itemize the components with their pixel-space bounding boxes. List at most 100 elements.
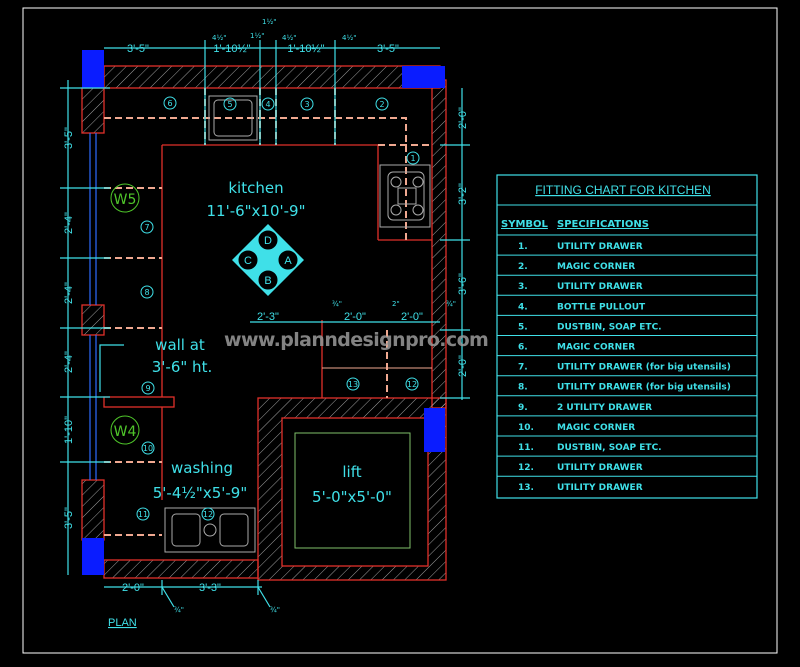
cabinet-marker: 5 [227, 100, 232, 109]
chart-row-symbol: 10. [518, 423, 534, 433]
dim-top-small: 4½" [282, 34, 296, 42]
chart-row-symbol: 2. [518, 262, 528, 272]
column [402, 66, 445, 88]
island-letter: C [244, 255, 252, 267]
cabinet-marker: 8 [144, 288, 149, 297]
left-wall-mid [81, 304, 105, 336]
chart-row-spec: UTILITY DRAWER [557, 242, 643, 252]
marker-circle [261, 97, 275, 111]
chart-row-spec: MAGIC CORNER [557, 343, 635, 353]
left-wall-lower [81, 479, 105, 541]
marker-circle [375, 97, 389, 111]
cabinet-marker: 3 [304, 100, 309, 109]
dim-left: 2'-4" [63, 282, 75, 304]
room-size-kitchen: 11'-6"x10'-9" [206, 202, 305, 220]
dim-top: 1'-10½" [213, 43, 250, 55]
dim-bottom: 3'-3" [199, 582, 221, 594]
cabinet-marker: 6 [167, 99, 172, 108]
dimension-lines [60, 40, 470, 608]
dim-mid: 2'-0" [344, 311, 366, 323]
dim-bottom-small: ¾" [270, 606, 280, 614]
room-size-washing: 5'-4½"x5'-9" [153, 484, 247, 502]
island-letter: B [264, 275, 271, 287]
chart-row-spec: UTILITY DRAWER (for big utensils) [557, 383, 731, 393]
island-letter: D [264, 235, 272, 247]
dim-top: 3'-5" [377, 43, 399, 55]
dim-top: 3'-5" [127, 43, 149, 55]
chart-row-symbol: 12. [518, 463, 534, 473]
room-size-lift: 5'-0"x5'-0" [312, 488, 392, 506]
chart-row-spec: 2 UTILITY DRAWER [557, 403, 652, 413]
dim-left: 2'-4" [63, 212, 75, 234]
header-specifications: SPECIFICATIONS [557, 219, 649, 230]
chart-row-spec: UTILITY DRAWER [557, 282, 643, 292]
column [82, 50, 104, 88]
fitting-chart: FITTING CHART FOR KITCHEN SYMBOL SPECIFI… [496, 174, 758, 499]
chart-row-spec: BOTTLE PULLOUT [557, 302, 646, 312]
dims-left: 3'-5" 2'-4" 2'-4" 2'-4" 1'-10" 3'-5" [63, 127, 75, 529]
chart-row-symbol: 8. [518, 383, 528, 393]
room-name-kitchen: kitchen [228, 179, 283, 197]
marker-circle [406, 151, 420, 165]
column [424, 408, 445, 452]
dim-right: 2'-0" [457, 355, 469, 377]
top-wall [103, 65, 441, 89]
dim-mid-small: 2" [392, 300, 400, 308]
dim-left: 3'-5" [63, 127, 75, 149]
marker-circle [140, 285, 154, 299]
dim-top-small: 4½" [342, 34, 356, 42]
marker-circle [141, 441, 155, 455]
marker-circle [201, 507, 215, 521]
cabinet-marker: 9 [145, 384, 150, 393]
cabinet-marker: 10 [143, 444, 153, 453]
cabinet-marker: 11 [138, 510, 148, 519]
room-name-lift: lift [342, 463, 361, 481]
marker-circle [163, 96, 177, 110]
dim-mid: 2'-0" [401, 311, 423, 323]
lift-car [294, 432, 411, 549]
cabinet-marker: 4 [265, 100, 270, 109]
cabinet-marker: 12 [407, 380, 417, 389]
chart-row-symbol: 13. [518, 483, 534, 493]
chart-row-symbol: 1. [518, 242, 528, 252]
kitchen-sink [208, 95, 258, 141]
stove [379, 164, 431, 228]
marker-circle [141, 381, 155, 395]
bottom-wall [103, 559, 259, 579]
chart-row-symbol: 5. [518, 322, 528, 332]
chart-row-symbol: 9. [518, 403, 528, 413]
window-tag-w4: W4 [114, 424, 137, 440]
wall-note-line2: 3'-6" ht. [152, 358, 212, 376]
chart-row-spec: MAGIC CORNER [557, 262, 635, 272]
dim-top-small: 4½" [212, 34, 226, 42]
marker-circle [140, 220, 154, 234]
dim-mid: 2'-3" [257, 311, 279, 323]
chart-row-symbol: 3. [518, 282, 528, 292]
drawing-frame [22, 7, 778, 654]
dim-top-small: 1½" [250, 32, 264, 40]
dim-mid-small: ¾" [446, 300, 456, 308]
chart-title: FITTING CHART FOR KITCHEN [535, 183, 711, 197]
dim-top: 1'-10½" [287, 43, 324, 55]
dim-left: 3'-5" [63, 507, 75, 529]
chart-row-spec: UTILITY DRAWER [557, 463, 643, 473]
dim-bottom: 2'-0" [122, 582, 144, 594]
chart-row-spec: MAGIC CORNER [557, 423, 635, 433]
dim-left: 1'-10" [63, 416, 75, 444]
marker-circle [346, 377, 360, 391]
header-symbol: SYMBOL [501, 219, 549, 230]
island-letter: A [284, 255, 292, 267]
window-tag-w5: W5 [114, 192, 137, 208]
column [82, 538, 104, 575]
chart-row-symbol: 11. [518, 443, 534, 453]
lift-shaft-inner [281, 417, 429, 567]
chart-row-symbol: 6. [518, 343, 528, 353]
marker-circle [300, 97, 314, 111]
left-wall-upper [81, 87, 105, 134]
parapet-wall [103, 396, 175, 408]
dim-right: 2'-0" [457, 107, 469, 129]
cabinet-marker: 1 [410, 154, 415, 163]
dim-mid-small: ¾" [332, 300, 342, 308]
